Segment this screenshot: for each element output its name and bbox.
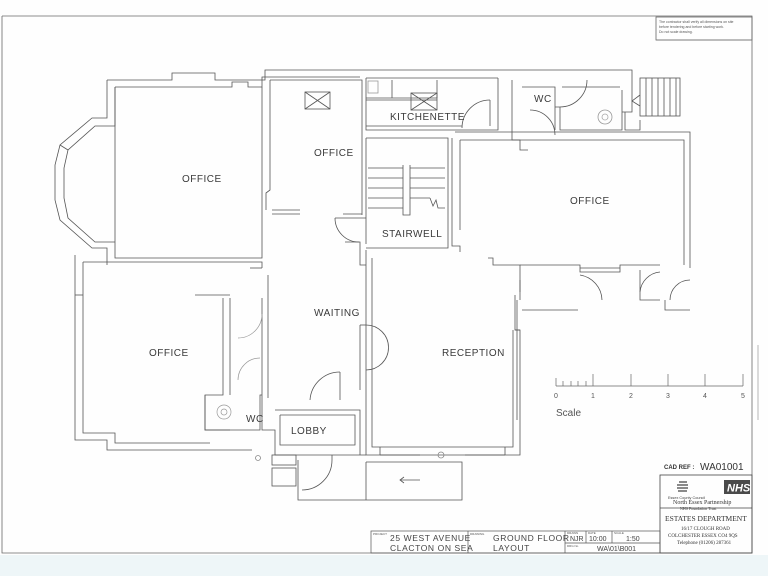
drawing-field-label: DRAWING — [470, 532, 485, 536]
council-name: Essex County Council — [668, 496, 705, 500]
cad-ref-label: CAD REF : — [664, 465, 694, 471]
nhs-logo: NHS — [724, 480, 751, 495]
drawing-line: LAYOUT — [493, 543, 530, 553]
project-field-label: PROJECT — [373, 532, 387, 536]
telephone: Telephone (01206) 287361 — [677, 541, 732, 546]
note-line: Do not scale drawing. — [659, 30, 693, 34]
room-label-kitchenette: KITCHENETTE — [390, 112, 465, 123]
cad-ref-value: WA01001 — [700, 462, 744, 473]
drg-no-value: WA\01\B001 — [597, 546, 636, 553]
drawn-value: NJR — [570, 536, 584, 543]
project-line: 25 WEST AVENUE — [390, 533, 471, 543]
trust-subtitle: NHS Foundation Trust — [680, 506, 717, 511]
scale-label: Scale — [556, 408, 581, 419]
room-label-office: OFFICE — [149, 348, 189, 359]
scale-tick-label: 3 — [666, 393, 670, 400]
room-label-lobby: LOBBY — [291, 426, 327, 437]
scale-tick-label: 4 — [703, 393, 707, 400]
address-line: 16/17 CLOUGH ROAD — [681, 527, 730, 532]
svg-text:NHS: NHS — [727, 483, 751, 495]
drawing-line: GROUND FLOOR — [493, 533, 570, 543]
room-label-wc: WC — [534, 94, 552, 105]
date-field-label: DATE — [588, 531, 596, 535]
room-label-stairwell: STAIRWELL — [382, 229, 442, 240]
scale-field-label: SCALE — [614, 531, 624, 535]
scale-tick-label: 1 — [591, 393, 595, 400]
drawn-field-label: DRAWN — [567, 531, 578, 535]
department-name: ESTATES DEPARTMENT — [665, 514, 747, 523]
essex-council-emblem-icon — [677, 481, 688, 492]
address-line: COLCHESTER ESSEX CO4 9QS — [668, 534, 738, 539]
room-label-waiting: WAITING — [314, 308, 360, 319]
scan-edge — [0, 555, 768, 576]
scale-tick-label: 2 — [629, 393, 633, 400]
title-block — [370, 530, 661, 554]
sheet-border — [1, 15, 753, 554]
project-line: CLACTON ON SEA — [390, 543, 473, 553]
note-line: before tendering and before starting wor… — [659, 25, 724, 29]
scale-tick-label: 0 — [554, 393, 558, 400]
room-label-office: OFFICE — [314, 148, 354, 159]
room-label-office: OFFICE — [570, 196, 610, 207]
scale-tick-label: 5 — [741, 393, 745, 400]
scale-value: 1:50 — [626, 536, 640, 543]
trust-name: North Essex Partnership — [673, 500, 731, 506]
note-line: The contractor shall verify all dimensio… — [659, 20, 734, 24]
drg-no-field-label: DRG No — [567, 544, 579, 548]
date-value: 10:00 — [589, 536, 607, 543]
room-label-reception: RECEPTION — [442, 348, 505, 359]
room-label-wc: WC — [246, 414, 264, 425]
room-label-office: OFFICE — [182, 174, 222, 185]
scale-bar — [555, 345, 759, 420]
